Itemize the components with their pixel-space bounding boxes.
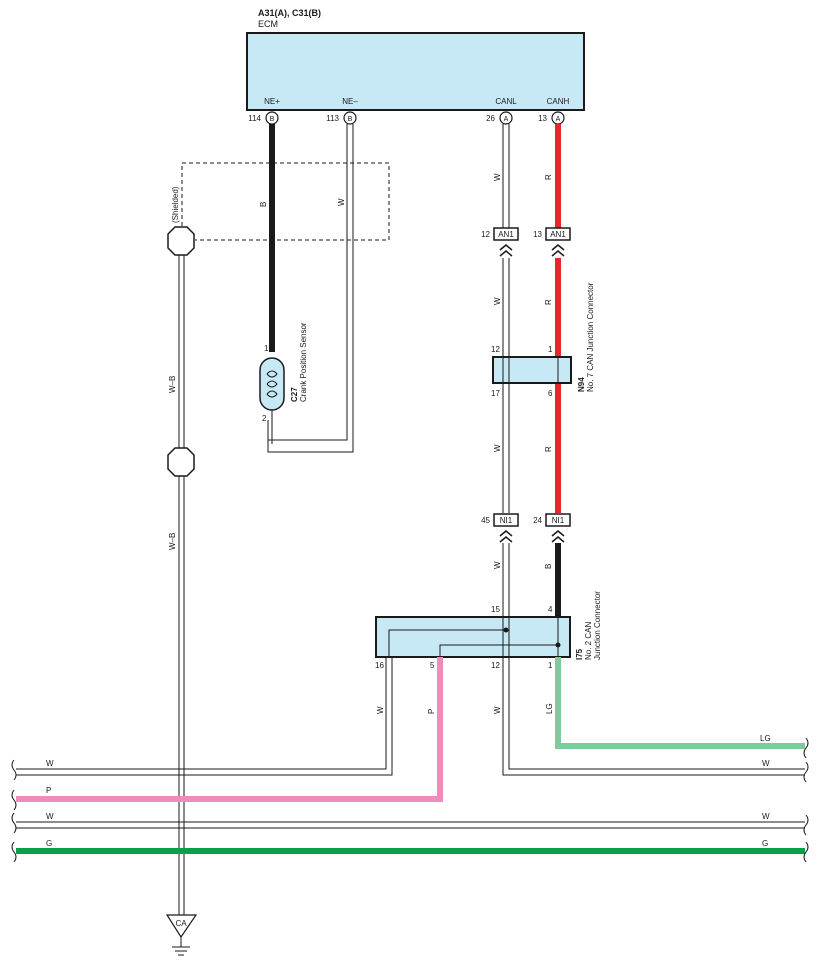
- svg-text:NI1: NI1: [500, 516, 513, 525]
- i75-code: I75: [575, 648, 584, 660]
- i75-pin-5: 5: [430, 661, 435, 670]
- wire-white-ne-minus: [267, 124, 354, 453]
- crank-position-sensor: [259, 357, 285, 411]
- svg-text:B: B: [348, 116, 353, 123]
- bus-label-w-right-2: W: [762, 812, 770, 821]
- wire-label-w-pin12: W: [493, 706, 502, 714]
- bus-label-w-right-1: W: [762, 759, 770, 768]
- ecm-pin-canl-label: CANL: [495, 97, 517, 106]
- ecm-pin-canh-label: CANH: [547, 97, 570, 106]
- n94-name: No. 7 CAN Junction Connector: [586, 282, 595, 392]
- wire-label-r-2: R: [544, 299, 553, 305]
- sensor-pin-1: 1: [264, 344, 269, 353]
- ecm-pin-114: 114 B: [248, 111, 279, 125]
- connector-ni1-right: 24 NI1: [533, 513, 571, 543]
- i75-connector-box: [375, 616, 571, 658]
- sensor-name: Crank Position Sensor: [299, 322, 308, 402]
- ground-label: CA: [175, 919, 187, 928]
- shield-label: (Shielded): [171, 186, 180, 223]
- n94-code: N94: [577, 377, 586, 392]
- i75-pin-4: 4: [548, 605, 553, 614]
- n94-pin-6: 6: [548, 389, 553, 398]
- svg-text:13: 13: [533, 230, 542, 239]
- n94-pin-17: 17: [491, 389, 500, 398]
- wire-label-w-canl-4: W: [493, 561, 502, 569]
- connector-an1-right: 13 AN1: [533, 227, 571, 257]
- ecm-connector-title: A31(A), C31(B): [258, 8, 321, 18]
- wire-label-w-pin16: W: [376, 706, 385, 714]
- svg-text:26: 26: [486, 114, 495, 123]
- n94-pin-12: 12: [491, 345, 500, 354]
- ecm-pin-ne-plus-label: NE+: [264, 97, 280, 106]
- svg-text:13: 13: [538, 114, 547, 123]
- i75-pin-1: 1: [548, 661, 553, 670]
- svg-text:113: 113: [326, 114, 339, 123]
- i75-pin-15: 15: [491, 605, 500, 614]
- i75-name-line1: No. 2 CAN: [584, 622, 593, 660]
- wire-label-b-ne: B: [259, 202, 268, 207]
- wire-label-w-ne: W: [337, 198, 346, 206]
- svg-text:AN1: AN1: [498, 230, 514, 239]
- wire-label-w-canl-3: W: [493, 444, 502, 452]
- connector-an1-left: 12 AN1: [481, 227, 519, 257]
- ecm-pin-26: 26 A: [486, 111, 513, 125]
- svg-text:A: A: [556, 116, 561, 123]
- break-marks-left: [11, 759, 17, 863]
- shield-splice-lower: [167, 447, 195, 477]
- ground-symbol: [165, 914, 198, 956]
- ecm-pin-ne-minus-label: NE–: [342, 97, 358, 106]
- i75-name-line2: Junction Connector: [593, 591, 602, 660]
- wire-white-pin12: [502, 657, 805, 776]
- sensor-code: C27: [290, 387, 299, 402]
- wire-label-wb-lower: W–B: [168, 533, 177, 550]
- svg-text:12: 12: [481, 230, 490, 239]
- n94-connector-box: [492, 356, 572, 384]
- shield-outline: [181, 162, 390, 241]
- bus-label-p-left: P: [46, 786, 51, 795]
- svg-text:B: B: [270, 116, 275, 123]
- wire-w-b-shield: [178, 255, 185, 915]
- wire-light-green-pin1: [555, 657, 805, 749]
- i75-pin-12: 12: [491, 661, 500, 670]
- connector-ni1-left: 45 NI1: [481, 513, 519, 543]
- ecm-box: [246, 32, 585, 111]
- svg-text:A: A: [504, 116, 509, 123]
- ecm-label: ECM: [258, 19, 278, 29]
- svg-text:114: 114: [248, 114, 261, 123]
- wire-label-w-canl-2: W: [493, 297, 502, 305]
- wire-white-canl: [502, 124, 510, 617]
- wire-label-b-canh: B: [544, 564, 553, 569]
- wire-white-pin16: [16, 657, 393, 776]
- svg-text:AN1: AN1: [550, 230, 566, 239]
- bus-label-w-left-1: W: [46, 759, 54, 768]
- ecm-pin-13: 13 A: [538, 111, 565, 125]
- i75-internal-traces: [388, 617, 561, 657]
- wire-pink-pin5: [16, 657, 443, 802]
- bus-label-w-left-2: W: [46, 812, 54, 821]
- bus-label-lg-right: LG: [760, 734, 771, 743]
- svg-text:45: 45: [481, 516, 490, 525]
- wire-label-w-canl-1: W: [493, 173, 502, 181]
- wire-label-r-3: R: [544, 446, 553, 452]
- bus-label-g-right: G: [762, 839, 768, 848]
- wire-label-wb-upper: W–B: [168, 376, 177, 393]
- shield-splice-upper: [167, 226, 195, 256]
- svg-text:NI1: NI1: [552, 516, 565, 525]
- break-marks-right: [803, 737, 809, 863]
- wire-label-p: P: [427, 709, 436, 714]
- wire-label-r-1: R: [544, 174, 553, 180]
- i75-pin-16: 16: [375, 661, 384, 670]
- sensor-pin-2: 2: [262, 414, 267, 423]
- n94-pin-1: 1: [548, 345, 553, 354]
- bus-label-g-left: G: [46, 839, 52, 848]
- ecm-pin-113: 113 B: [326, 111, 357, 125]
- wire-label-lg: LG: [545, 703, 554, 714]
- wire-white-through-bus: [16, 821, 805, 829]
- svg-text:24: 24: [533, 516, 542, 525]
